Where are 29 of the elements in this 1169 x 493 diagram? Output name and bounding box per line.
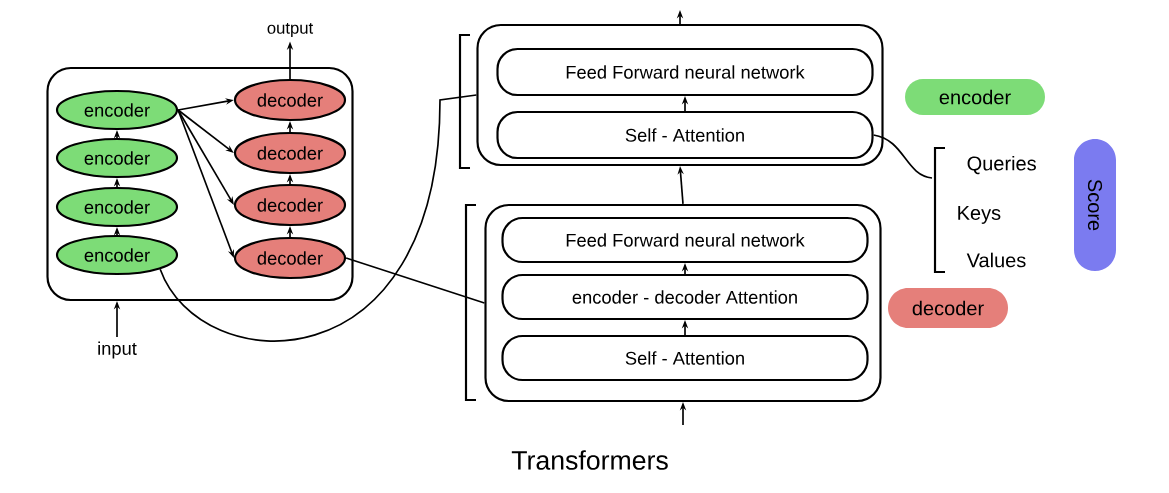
connector-line	[345, 257, 486, 304]
encoder-oval: encoder	[55, 186, 179, 228]
encoder-oval: encoder	[55, 89, 179, 131]
connector-line	[159, 94, 478, 342]
term-label: Queries	[967, 155, 1036, 175]
layer-box: Feed Forward neural network	[501, 216, 869, 264]
decoder-block	[484, 203, 882, 403]
term-label: Values	[966, 252, 1026, 268]
input-label: input	[98, 341, 137, 359]
encoder-oval: encoder	[55, 137, 179, 179]
layer-box: encoder - decoder Attention	[501, 273, 869, 321]
decoder-oval: decoder	[233, 131, 347, 175]
decoder-oval: decoder	[233, 78, 347, 122]
encoder-oval: encoder	[55, 234, 179, 276]
arrow	[177, 109, 234, 153]
score-tag: Score	[1074, 139, 1116, 271]
decoder-tag: decoder	[888, 288, 1008, 328]
connector-line	[872, 134, 933, 179]
encoder-block	[476, 23, 884, 167]
caption: Transformers	[511, 450, 668, 470]
layer-box: Feed Forward neural network	[496, 47, 874, 97]
layer-box: Self - Attention	[496, 110, 874, 160]
decoder-oval: decoder	[233, 236, 347, 280]
decoder-oval: decoder	[233, 183, 347, 227]
output-label: output	[267, 22, 314, 38]
stack-box	[46, 66, 354, 302]
term-label: Keys	[958, 206, 1001, 224]
encoder-tag: encoder	[905, 79, 1045, 115]
layer-box: Self - Attention	[501, 334, 869, 382]
